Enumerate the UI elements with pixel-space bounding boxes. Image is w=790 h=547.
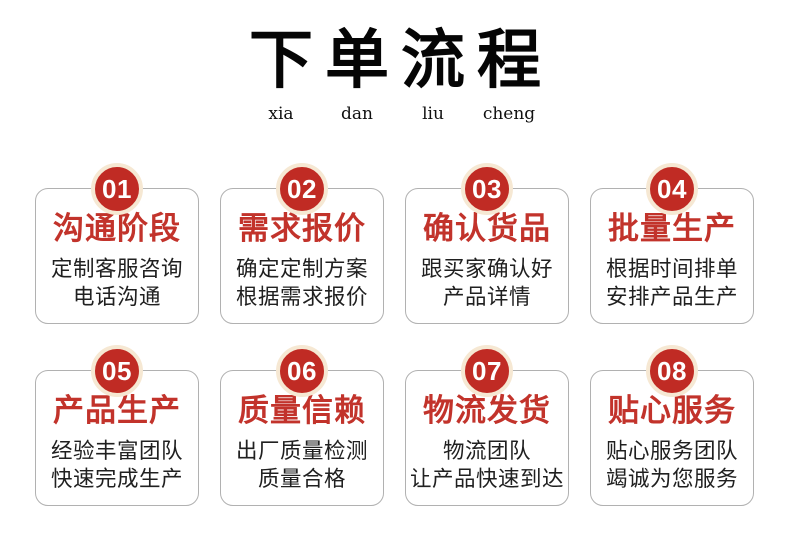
page-title-pinyin: xia dan liu cheng: [0, 104, 790, 124]
step-description-line: 定制客服咨询: [50, 257, 183, 282]
step-title: 确认货品: [423, 211, 551, 247]
page-header: 下 单 流 程 xia dan liu cheng: [0, 22, 790, 124]
step-description-line: 竭诚为您服务: [605, 467, 738, 492]
step-title: 批量生产: [608, 211, 736, 247]
step-description-line: 跟买家确认好: [420, 257, 553, 282]
step-card: 07 物流发货 物流团队 让产品快速到达: [405, 345, 569, 506]
step-description-line: 产品详情: [442, 285, 531, 310]
step-description-line: 让产品快速到达: [409, 467, 564, 492]
pinyin-syllable: dan: [341, 104, 373, 124]
step-description-line: 根据时间排单: [605, 257, 738, 282]
step-card: 08 贴心服务 贴心服务团队 竭诚为您服务: [590, 345, 754, 506]
step-title: 物流发货: [423, 393, 551, 429]
page-title: 下 单 流 程: [0, 22, 790, 100]
pinyin-syllable: liu: [422, 104, 444, 124]
pinyin-syllable: cheng: [482, 104, 536, 124]
step-number-badge: 08: [646, 345, 698, 397]
step-card: 03 确认货品 跟买家确认好 产品详情: [405, 163, 569, 324]
step-number-badge: 01: [91, 163, 143, 215]
step-number-badge: 05: [91, 345, 143, 397]
step-description-line: 快速完成生产: [50, 467, 183, 492]
step-number-badge: 06: [276, 345, 328, 397]
step-title: 质量信赖: [238, 393, 366, 429]
steps-grid: 01 沟通阶段 定制客服咨询 电话沟通 02 需求报价 确定定制方案 根据需求报…: [35, 163, 755, 506]
step-description-line: 电话沟通: [72, 285, 161, 310]
step-description-line: 质量合格: [257, 467, 346, 492]
title-char: 单: [325, 23, 389, 98]
title-char: 下: [249, 23, 313, 98]
step-card: 05 产品生产 经验丰富团队 快速完成生产: [35, 345, 199, 506]
step-number-badge: 02: [276, 163, 328, 215]
step-title: 贴心服务: [608, 393, 736, 429]
step-card: 02 需求报价 确定定制方案 根据需求报价: [220, 163, 384, 324]
step-card: 04 批量生产 根据时间排单 安排产品生产: [590, 163, 754, 324]
step-number-badge: 03: [461, 163, 513, 215]
step-number-badge: 04: [646, 163, 698, 215]
step-number-badge: 07: [461, 345, 513, 397]
step-description-line: 根据需求报价: [235, 285, 368, 310]
step-description-line: 经验丰富团队: [50, 439, 183, 464]
step-description-line: 安排产品生产: [605, 285, 738, 310]
step-title: 产品生产: [53, 393, 181, 429]
title-char: 流: [401, 23, 465, 98]
step-title: 沟通阶段: [53, 211, 181, 247]
step-description-line: 确定定制方案: [235, 257, 368, 282]
step-card: 06 质量信赖 出厂质量检测 质量合格: [220, 345, 384, 506]
pinyin-syllable: xia: [268, 104, 294, 124]
step-title: 需求报价: [238, 211, 366, 247]
step-description-line: 物流团队: [442, 439, 531, 464]
step-description-line: 出厂质量检测: [235, 439, 368, 464]
step-card: 01 沟通阶段 定制客服咨询 电话沟通: [35, 163, 199, 324]
step-description-line: 贴心服务团队: [605, 439, 738, 464]
title-char: 程: [477, 23, 541, 98]
